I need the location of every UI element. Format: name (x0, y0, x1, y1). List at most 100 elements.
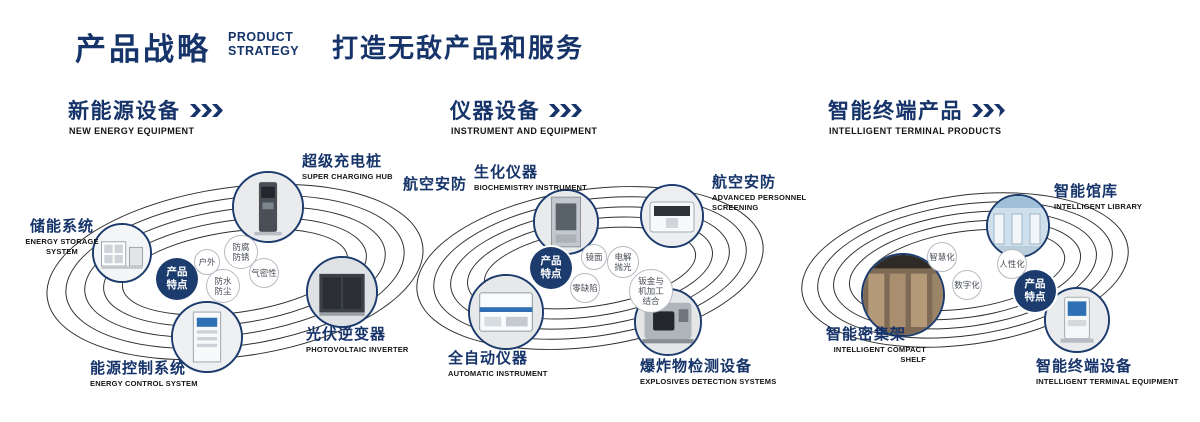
label-zh: 光伏逆变器 (306, 326, 387, 343)
label-en: INTELLIGENT LIBRARY (1054, 202, 1143, 212)
label-zh: 航空安防 (403, 176, 468, 193)
label-en: EXPLOSIVES DETECTION SYSTEMS (640, 377, 777, 387)
label-pv-inverter: 光伏逆变器 PHOTOVOLTAIC INVERTER (306, 326, 409, 355)
feature-bubble: 人性化 (997, 249, 1027, 279)
node-automatic-instrument (468, 274, 544, 350)
feature-bubble: 数字化 (952, 270, 982, 300)
label-energy-storage: 储能系统 ENERGY STORAGE SYSTEM (24, 218, 100, 256)
feature-bubble: 钣金与机加工结合 (629, 269, 673, 313)
triple-arrow-icon (189, 103, 223, 117)
label-zh: 全自动仪器 (448, 350, 529, 367)
charging-pile-image (234, 173, 302, 241)
label-zh: 智能终端设备 (1036, 358, 1133, 375)
bubble-label: 防腐防锈 (232, 241, 250, 262)
feature-bubble: 镜面 (581, 244, 607, 270)
section-title-new-energy: 新能源设备 (68, 95, 226, 125)
section-title-en: INSTRUMENT AND EQUIPMENT (451, 126, 598, 136)
node-biochemistry-instrument (533, 189, 599, 255)
label-zh: 能源控制系统 (90, 360, 187, 377)
feature-bubble: 气密性 (249, 258, 279, 288)
bubble-label: 智慧化 (929, 251, 955, 262)
feature-bubble: 电解抛光 (607, 246, 639, 278)
bubble-label: 气密性 (251, 267, 277, 278)
feature-bubble: 防水防尘 (206, 269, 240, 303)
feature-bubble: 智慧化 (927, 242, 957, 272)
node-intelligent-library (986, 194, 1050, 258)
label-biochemistry-instrument: 生化仪器 BIOCHEMISTRY INSTRUMENT (474, 164, 587, 193)
label-intelligent-library: 智能馆库 INTELLIGENT LIBRARY (1054, 183, 1142, 212)
personnel-screening-machine-image (642, 186, 702, 246)
node-energy-storage (92, 223, 152, 283)
section-title-zh: 仪器设备 (450, 100, 540, 123)
label-en: PHOTOVOLTAIC INVERTER (306, 345, 409, 355)
compact-shelf-image (863, 255, 943, 335)
label-en: SUPER CHARGING HUB (302, 172, 393, 182)
label-compact-shelf: 智能密集架 INTELLIGENT COMPACT SHELF (826, 326, 926, 364)
bubble-label: 零缺陷 (572, 282, 598, 293)
label-zh: 超级充电桩 (302, 153, 383, 170)
product-features-badge: 产品特点 (1014, 270, 1056, 312)
label-zh: 智能密集架 (826, 326, 907, 343)
feature-bubble: 户外 (194, 249, 220, 275)
node-compact-shelf (861, 253, 945, 337)
label-en: INTELLIGENT COMPACT SHELF (833, 345, 926, 364)
page-title-en-line2: STRATEGY (228, 43, 300, 58)
label-personnel-screening: 航空安防 ADVANCED PERSONNEL SCREENING (712, 174, 807, 212)
section-title-en: NEW ENERGY EQUIPMENT (69, 126, 195, 136)
slogan: 打造无敌产品和服务 (332, 33, 585, 63)
automatic-instrument-image (470, 276, 542, 348)
energy-storage-image (94, 225, 150, 281)
label-charging-hub: 超级充电桩 SUPER CHARGING HUB (302, 153, 393, 182)
label-energy-control: 能源控制系统 ENERGY CONTROL SYSTEM (90, 360, 198, 389)
page-title-en-line1: PRODUCT (228, 30, 294, 44)
bubble-label: 钣金与机加工结合 (638, 275, 664, 307)
triple-arrow-icon (549, 103, 582, 117)
bubble-label: 人性化 (999, 258, 1025, 269)
label-zh: 航空安防 (712, 174, 777, 191)
section-title-instruments: 仪器设备 (450, 95, 585, 125)
bubble-label: 防水防尘 (214, 275, 232, 296)
bubble-label: 电解抛光 (614, 251, 632, 272)
product-features-badge: 产品特点 (530, 247, 572, 289)
page-title-en: PRODUCT STRATEGY (228, 30, 300, 58)
bubble-label: 镜面 (585, 251, 603, 262)
label-zh: 爆炸物检测设备 (640, 358, 753, 375)
label-explosives-detection: 爆炸物检测设备 EXPLOSIVES DETECTION SYSTEMS (640, 358, 780, 387)
badge-label: 产品特点 (166, 266, 188, 291)
label-en: AUTOMATIC INSTRUMENT (448, 369, 548, 379)
page-title: 产品战略 (75, 32, 211, 67)
label-zh: 储能系统 (29, 218, 94, 235)
bubble-label: 户外 (198, 256, 216, 267)
node-personnel-screening (640, 184, 704, 248)
label-en: ENERGY STORAGE SYSTEM (25, 237, 99, 256)
biochemistry-analyzer-image (535, 191, 597, 253)
bubble-label: 数字化 (954, 279, 980, 290)
node-pv-inverter (306, 256, 378, 328)
label-zh: 生化仪器 (474, 164, 539, 181)
label-terminal-equipment: 智能终端设备 INTELLIGENT TERMINAL EQUIPMENT (1036, 358, 1186, 387)
label-zh: 智能馆库 (1054, 183, 1119, 200)
node-explosives-detection (634, 288, 702, 356)
inverter-cabinet-image (308, 258, 376, 326)
section-title-intelligent-terminals: 智能终端产品 (828, 95, 1008, 125)
badge-label: 产品特点 (540, 255, 562, 280)
label-en: BIOCHEMISTRY INSTRUMENT (474, 183, 587, 193)
control-cabinet-image (173, 303, 241, 371)
terminal-kiosk-image (1046, 289, 1108, 351)
feature-bubble: 零缺陷 (570, 273, 600, 303)
node-energy-control (171, 301, 243, 373)
badge-label: 产品特点 (1024, 278, 1046, 303)
triple-arrow-icon (972, 103, 1005, 117)
label-en: INTELLIGENT TERMINAL EQUIPMENT (1036, 377, 1179, 387)
section-title-zh: 新能源设备 (68, 100, 181, 123)
node-charging-hub (232, 171, 304, 243)
section-title-en: INTELLIGENT TERMINAL PRODUCTS (829, 126, 1002, 136)
label-en: ENERGY CONTROL SYSTEM (90, 379, 198, 389)
product-features-badge: 产品特点 (156, 258, 198, 300)
label-aviation-security-left: 航空安防 (403, 176, 467, 193)
section-title-zh: 智能终端产品 (828, 100, 963, 123)
intelligent-library-room-image (988, 196, 1048, 256)
label-en: ADVANCED PERSONNEL SCREENING (712, 193, 807, 212)
node-terminal-equipment (1044, 287, 1110, 353)
